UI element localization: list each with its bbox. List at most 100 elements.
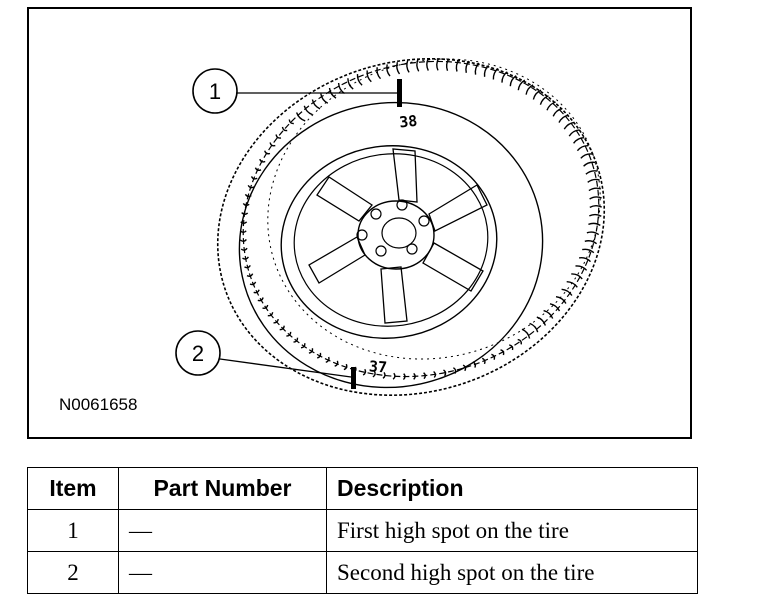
- cell-description: Second high spot on the tire: [326, 551, 698, 594]
- spoke: [316, 176, 373, 222]
- wheel-rim-outer: [280, 145, 498, 339]
- tread-block: [269, 142, 276, 147]
- tread-block: [555, 296, 567, 304]
- tread-block: [585, 170, 598, 175]
- tread-block: [392, 372, 396, 380]
- tread-block: [532, 89, 542, 100]
- legend-table: Item Part Number Description 1 — First h…: [27, 467, 698, 594]
- tread-block: [242, 256, 249, 260]
- tread-block: [474, 62, 480, 75]
- tread-block: [580, 153, 593, 159]
- spoke: [428, 184, 488, 232]
- tread-block: [242, 202, 250, 207]
- tread-block: [576, 144, 589, 152]
- tread-block: [588, 187, 602, 192]
- tread-block: [262, 304, 269, 309]
- wheel-rim-inner: [293, 153, 489, 327]
- tread-block: [334, 360, 339, 367]
- tread-block: [500, 349, 505, 356]
- tread-pattern: [239, 58, 603, 381]
- figure-code: N0061658: [59, 395, 138, 414]
- tread-block: [273, 318, 279, 324]
- tread-block: [386, 64, 391, 77]
- callout-2-leader: [219, 358, 352, 378]
- tread-block: [558, 114, 569, 123]
- tread-block: [445, 58, 450, 71]
- tread-block: [311, 99, 321, 110]
- spoke: [422, 242, 484, 292]
- tread-block: [240, 221, 248, 225]
- tread-block: [589, 213, 602, 217]
- tread-block: [382, 371, 386, 379]
- tread-block: [402, 373, 406, 381]
- spoke: [380, 266, 408, 324]
- tread-block: [257, 297, 264, 302]
- header-description: Description: [326, 467, 698, 510]
- tread-block: [259, 158, 266, 163]
- tread-block: [308, 348, 314, 354]
- callout-1: 1 38: [192, 68, 418, 132]
- tread-block: [372, 370, 376, 378]
- tread-block: [536, 316, 547, 326]
- lug-nut: [370, 208, 382, 220]
- high-spot-mark-2: [351, 367, 356, 389]
- tread-block: [279, 325, 285, 331]
- callout-1-number: 1: [209, 79, 221, 104]
- tread-block: [578, 257, 591, 263]
- tread-block: [288, 119, 294, 125]
- tread-block: [462, 364, 467, 372]
- tread-block: [517, 79, 526, 91]
- tread-block: [325, 356, 330, 363]
- tread-block: [267, 312, 274, 317]
- cell-item: 1: [27, 509, 119, 552]
- tread-block: [406, 60, 410, 73]
- wheel-spokes: [308, 148, 488, 324]
- table-row: 2 — Second high spot on the tire: [27, 551, 698, 594]
- wheel: [280, 145, 498, 339]
- tread-block: [376, 67, 382, 80]
- tread-block: [573, 137, 585, 144]
- tread-block: [549, 303, 561, 312]
- spoke: [392, 148, 418, 203]
- tread-block: [396, 62, 401, 75]
- tread-block: [521, 328, 531, 339]
- tread-block: [483, 64, 490, 77]
- tread-block: [501, 71, 508, 83]
- tread-block: [568, 129, 580, 137]
- tread-block: [356, 74, 363, 86]
- tread-block: [328, 87, 337, 99]
- tread-block: [452, 367, 457, 374]
- tread-block: [247, 184, 255, 189]
- lug-nut: [418, 215, 430, 227]
- tire-tread-rim: [242, 60, 600, 378]
- header-part-number: Part Number: [118, 467, 327, 510]
- callout-2-number: 2: [192, 341, 204, 366]
- high-spot-mark-1: [397, 79, 402, 107]
- tread-block: [253, 289, 260, 294]
- tread-block: [588, 222, 601, 227]
- tread-block: [366, 70, 372, 83]
- table-row: 1 — First high spot on the tire: [27, 509, 698, 552]
- tread-block: [416, 59, 420, 72]
- figure-frame: 1 38 2 37 N0061658: [27, 7, 692, 439]
- spoke: [308, 236, 366, 284]
- tread-block: [546, 101, 556, 111]
- tread-block: [317, 352, 322, 359]
- tread-block: [517, 338, 522, 345]
- tread-block: [525, 84, 534, 95]
- cell-description: First high spot on the tire: [326, 509, 698, 552]
- tread-block: [281, 126, 288, 132]
- tread-block: [362, 368, 367, 376]
- tread-block: [481, 357, 486, 365]
- tread-block: [472, 361, 477, 368]
- tread-block: [240, 247, 248, 251]
- tire: [216, 57, 606, 397]
- tread-block: [582, 248, 595, 254]
- tread-block: [241, 212, 249, 216]
- tread-block: [571, 273, 583, 280]
- tread-block: [561, 288, 573, 296]
- tread-block: [295, 112, 306, 122]
- tread-block: [491, 353, 496, 360]
- tread-block: [249, 281, 257, 286]
- tread-block: [563, 121, 575, 130]
